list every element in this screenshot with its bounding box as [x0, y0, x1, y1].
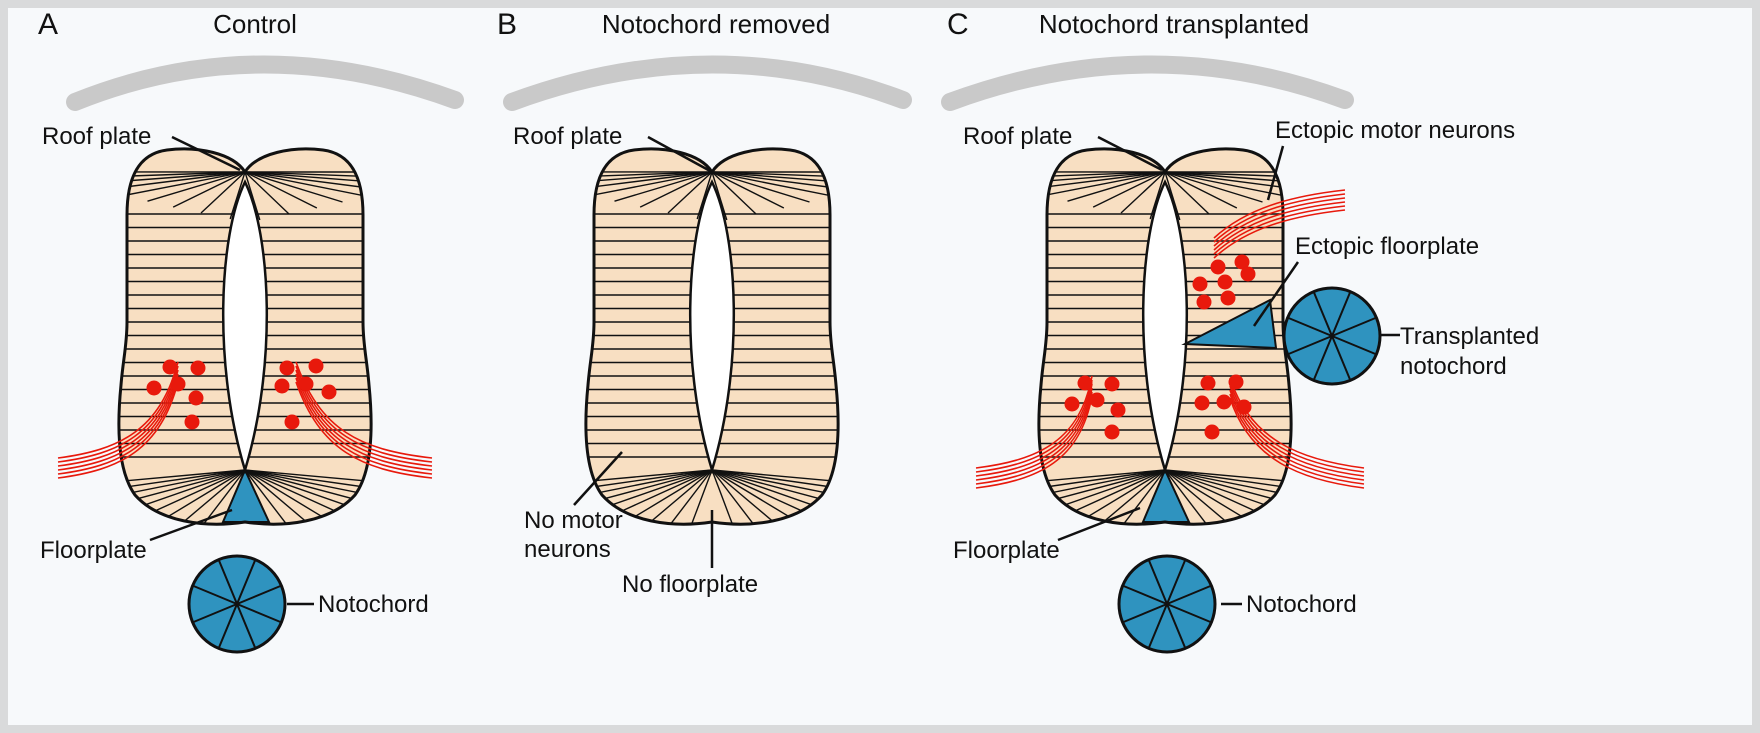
- panel-a-roof-plate-label: Roof plate: [42, 123, 151, 150]
- motor-neuron: [185, 415, 200, 430]
- panel-c-letter: C: [947, 8, 969, 41]
- panel-b-letter: B: [497, 8, 517, 41]
- motor-neuron: [299, 377, 314, 392]
- panel-a: A Control Roof plate Floorplate Notochor…: [38, 8, 455, 652]
- panel-b-roof-plate-label: Roof plate: [513, 123, 622, 150]
- panel-a-notochord-label: Notochord: [318, 591, 429, 618]
- motor-neuron: [1217, 395, 1232, 410]
- panel-c-transplanted-notochord: [1284, 288, 1380, 384]
- panel-c: C Notochord transplanted Roof plate Ecto…: [947, 8, 1539, 652]
- motor-neuron: [1078, 376, 1093, 391]
- panel-a-title: Control: [213, 9, 297, 39]
- panel-b-neural-tube: [543, 149, 882, 530]
- motor-neuron: [171, 377, 186, 392]
- motor-neuron: [147, 381, 162, 396]
- motor-neuron: [1193, 277, 1208, 292]
- panel-b-ectoderm: [512, 64, 903, 102]
- motor-neuron: [1229, 375, 1244, 390]
- panel-b-title: Notochord removed: [602, 9, 830, 39]
- panel-b: B Notochord removed Roof plate No motor …: [497, 8, 903, 598]
- motor-neuron: [285, 415, 300, 430]
- motor-neuron: [280, 361, 295, 376]
- motor-neuron: [309, 359, 324, 374]
- motor-neuron: [1221, 291, 1236, 306]
- motor-neuron: [322, 385, 337, 400]
- motor-neuron: [1218, 275, 1233, 290]
- panel-c-floorplate-label: Floorplate: [953, 537, 1060, 564]
- motor-neuron: [1205, 425, 1220, 440]
- panel-b-no-floorplate-label: No floorplate: [622, 571, 758, 598]
- motor-neuron: [1105, 377, 1120, 392]
- panel-c-transplanted-notochord-label-1: Transplanted: [1400, 323, 1539, 350]
- motor-neuron: [1241, 267, 1256, 282]
- panel-c-transplanted-notochord-label-2: notochord: [1400, 353, 1507, 380]
- panel-c-notochord-label: Notochord: [1246, 591, 1357, 618]
- motor-neuron: [189, 391, 204, 406]
- motor-neuron: [191, 361, 206, 376]
- motor-neuron: [163, 360, 178, 375]
- motor-neuron: [1090, 393, 1105, 408]
- motor-neuron: [1197, 295, 1212, 310]
- motor-neuron: [1237, 400, 1252, 415]
- motor-neuron: [1105, 425, 1120, 440]
- panel-c-notochord: [1119, 556, 1215, 652]
- motor-neuron: [1065, 397, 1080, 412]
- panel-b-no-motor-neurons-label-1: No motor: [524, 507, 623, 534]
- motor-neuron: [275, 379, 290, 394]
- panel-a-letter: A: [38, 8, 58, 41]
- motor-neuron: [1195, 396, 1210, 411]
- panel-c-ectopic-motor-neurons-label: Ectopic motor neurons: [1275, 117, 1515, 144]
- panel-a-ectoderm: [75, 64, 455, 102]
- panel-c-roof-plate-label: Roof plate: [963, 123, 1072, 150]
- panel-a-floorplate-label: Floorplate: [40, 537, 147, 564]
- motor-neuron: [1201, 376, 1216, 391]
- panel-a-neural-tube: [76, 149, 415, 530]
- motor-neuron: [1211, 260, 1226, 275]
- panel-c-ectoderm: [950, 64, 1345, 102]
- panel-c-ectopic-floorplate-label: Ectopic floorplate: [1295, 233, 1479, 260]
- panel-b-no-motor-neurons-label-2: neurons: [524, 536, 611, 563]
- panel-a-notochord: [189, 556, 285, 652]
- panel-c-title: Notochord transplanted: [1039, 9, 1309, 39]
- motor-neuron: [1111, 403, 1126, 418]
